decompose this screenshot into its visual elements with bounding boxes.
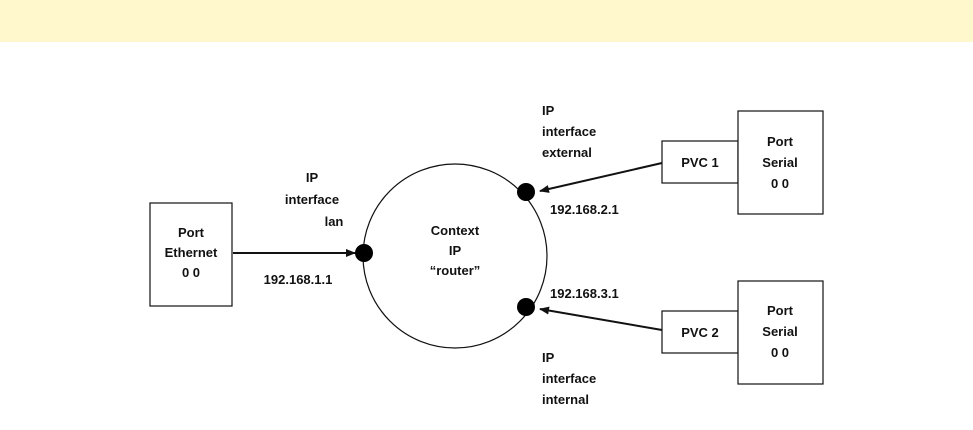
internal-link-arrow: [539, 306, 663, 331]
port-serial-top-label-line-1: Port: [767, 134, 794, 149]
external-interface-label-line-3: external: [542, 145, 592, 160]
context-label-line-3: “router”: [430, 263, 481, 278]
port-serial-top-label-line-3: 0 0: [771, 176, 789, 191]
external-interface-label-line-1: IP: [542, 103, 555, 118]
port-serial-bottom-box: [737, 280, 824, 385]
port-ethernet-label-line-1: Port: [178, 225, 205, 240]
external-link-arrow: [539, 162, 663, 193]
port-serial-top-label-line-2: Serial: [762, 155, 797, 170]
context-label-line-2: IP: [449, 243, 462, 258]
pvc-1-box: [661, 140, 739, 184]
external-interface-node: [517, 183, 535, 201]
pvc-2-label: PVC 2: [681, 325, 719, 340]
lan-ip-address: 192.168.1.1: [264, 272, 333, 287]
header-banner: [0, 0, 973, 42]
lan-interface-node: [355, 244, 373, 262]
port-serial-top-box: [737, 110, 824, 215]
internal-ip-address: 192.168.3.1: [550, 286, 619, 301]
lan-interface-label-line-3: lan: [325, 214, 344, 229]
internal-interface-label-line-1: IP: [542, 350, 555, 365]
port-ethernet-label-line-2: Ethernet: [165, 245, 218, 260]
lan-interface-label-line-1: IP: [306, 170, 319, 185]
internal-interface-label-line-2: interface: [542, 371, 596, 386]
pvc-1-label: PVC 1: [681, 155, 719, 170]
port-serial-bottom-label-line-3: 0 0: [771, 345, 789, 360]
port-ethernet-label-line-3: 0 0: [182, 265, 200, 280]
port-serial-bottom-label-line-1: Port: [767, 303, 794, 318]
port-ethernet-box: [149, 202, 233, 307]
context-label-line-1: Context: [431, 223, 480, 238]
external-interface-label-line-2: interface: [542, 124, 596, 139]
internal-interface-node: [517, 298, 535, 316]
external-ip-address: 192.168.2.1: [550, 202, 619, 217]
internal-interface-label-line-3: internal: [542, 392, 589, 407]
port-serial-bottom-label-line-2: Serial: [762, 324, 797, 339]
lan-interface-label-line-2: interface: [285, 192, 339, 207]
